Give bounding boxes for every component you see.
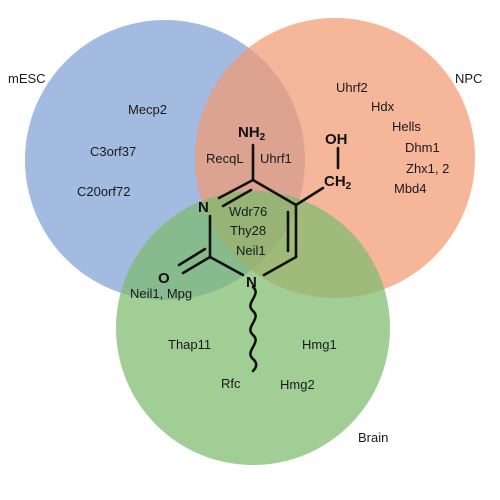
bond-c2-o-b <box>177 247 207 267</box>
gene-label: Hells <box>392 119 421 134</box>
region-mesc-only: Mecp2 C3orf37 C20orf72 <box>77 102 167 199</box>
gene-label: Mbd4 <box>394 181 427 196</box>
cytosine-structure <box>177 143 340 373</box>
bond-n3-c4 <box>217 178 255 200</box>
gene-label: Rfc <box>221 376 241 391</box>
sugar-wavy-bond <box>249 285 258 373</box>
region-mesc-npc: RecqL Uhrf1 <box>206 151 292 166</box>
gene-label: Uhrf2 <box>336 80 368 95</box>
gene-label: Neil1 <box>236 243 266 258</box>
gene-label: Hmg2 <box>280 377 315 392</box>
bond-n3-c4-inner <box>221 188 253 208</box>
gene-label: Neil1, Mpg <box>130 286 192 301</box>
bond-c4-c5 <box>251 178 298 207</box>
region-npc-only: Uhrf2 Hdx Hells Dhm1 Zhx1, 2 Mbd4 <box>336 80 449 196</box>
set-label-mesc: mESC <box>8 71 46 86</box>
gene-label: Thap11 <box>168 337 211 352</box>
gene-label: Uhrf1 <box>260 151 292 166</box>
gene-label: Wdr76 <box>229 204 267 219</box>
atom-hydroxyl: OH <box>325 131 348 148</box>
set-label-brain: Brain <box>358 430 388 445</box>
atom-n1: N <box>246 274 257 291</box>
atom-methylene: CH2 <box>324 173 352 192</box>
bond-c5-ch2 <box>294 186 325 207</box>
atom-amine: NH2 <box>238 124 266 143</box>
circle-brain <box>116 191 390 465</box>
region-mesc-brain: Neil1, Mpg <box>130 286 192 301</box>
gene-label: Thy28 <box>230 223 266 238</box>
gene-label: C20orf72 <box>77 184 130 199</box>
region-brain-only: Thap11 Hmg1 Rfc Hmg2 <box>168 337 337 392</box>
gene-label: C3orf37 <box>90 144 136 159</box>
bond-n1-c2 <box>208 255 245 277</box>
gene-label: Mecp2 <box>128 102 167 117</box>
gene-label: RecqL <box>206 151 244 166</box>
region-all-three: Wdr76 Thy28 Neil1 <box>229 204 267 258</box>
gene-label: Dhm1 <box>405 140 440 155</box>
gene-label: Hdx <box>371 99 395 114</box>
gene-label: Hmg1 <box>302 337 337 352</box>
atom-carbonyl-o: O <box>158 270 170 287</box>
atom-n3: N <box>198 199 209 216</box>
bond-c6-n1 <box>262 255 298 277</box>
gene-label: Zhx1, 2 <box>406 161 449 176</box>
bond-c2-o-a <box>181 255 212 275</box>
set-label-npc: NPC <box>455 71 482 86</box>
